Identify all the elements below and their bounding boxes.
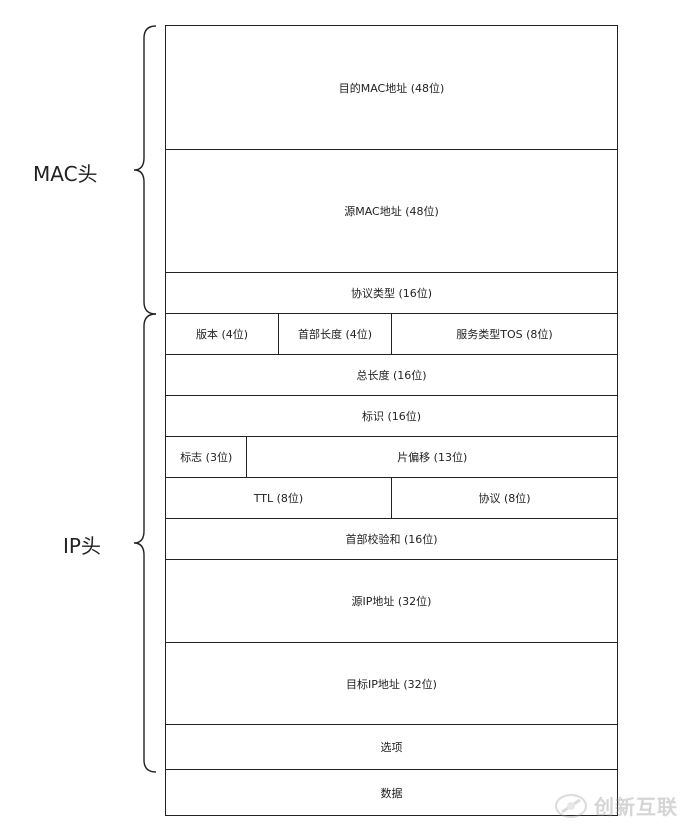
header-row: TTL (8位) 协议 (8位) <box>165 478 618 519</box>
header-row: 数据 <box>165 770 618 816</box>
header-row: 目标IP地址 (32位) <box>165 643 618 725</box>
field-cell: 标志 (3位) <box>180 451 233 464</box>
header-row: 源IP地址 (32位) <box>165 560 618 643</box>
header-row: 首部校验和 (16位) <box>165 519 618 560</box>
field-cell: 协议类型 (16位) <box>350 287 433 300</box>
field-cell: 首部校验和 (16位) <box>345 533 438 546</box>
field-cell: 标识 (16位) <box>361 410 422 423</box>
header-row: 版本 (4位) 首部长度 (4位)服务类型TOS (8位) <box>165 314 618 355</box>
field-cell: 协议 (8位) <box>391 478 617 518</box>
ip-header-brace <box>133 313 157 773</box>
header-row: 标识 (16位) <box>165 396 618 437</box>
header-row: 选项 <box>165 725 618 770</box>
field-cell: 总长度 (16位) <box>356 369 427 382</box>
header-row: 标志 (3位) 片偏移 (13位) <box>165 437 618 478</box>
field-cell: TTL (8位) <box>253 492 304 505</box>
ip-header-label: IP头 <box>63 534 101 558</box>
field-cell: 片偏移 (13位) <box>246 437 617 477</box>
field-cell: 服务类型TOS (8位) <box>391 314 617 354</box>
field-cell: 源MAC地址 (48位) <box>344 205 439 218</box>
field-cell: 数据 <box>380 786 403 800</box>
mac-header-brace <box>133 25 157 315</box>
watermark: 创新互联 <box>554 791 678 820</box>
header-row: 总长度 (16位) <box>165 355 618 396</box>
mac-header-label: MAC头 <box>33 162 98 186</box>
field-cell: 目标IP地址 (32位) <box>346 677 437 691</box>
header-row: 协议类型 (16位) <box>165 273 618 314</box>
watermark-text: 创新互联 <box>594 795 678 819</box>
field-cell: 源IP地址 (32位) <box>351 595 432 608</box>
header-row: 目的MAC地址 (48位) <box>165 25 618 150</box>
field-cell: 选项 <box>380 741 403 754</box>
field-cell: 目的MAC地址 (48位) <box>338 81 445 95</box>
header-row: 源MAC地址 (48位) <box>165 150 618 273</box>
field-cell: 首部长度 (4位) <box>278 314 391 354</box>
field-cell: 版本 (4位) <box>195 328 249 341</box>
logo-icon <box>555 793 587 818</box>
frame-header-table: 目的MAC地址 (48位) 源MAC地址 (48位) 协议类型 (16位) 版本 (4… <box>165 25 618 816</box>
